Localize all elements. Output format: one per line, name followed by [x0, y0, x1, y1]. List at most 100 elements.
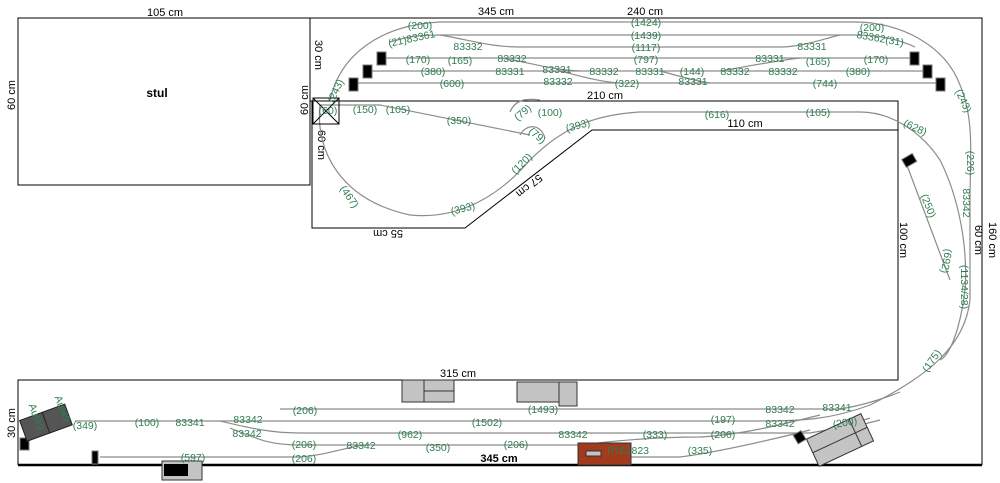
- track-label: (79): [526, 125, 548, 146]
- track-label: (380): [421, 66, 446, 78]
- track-label: 83341: [175, 417, 204, 429]
- track-label: (120): [509, 151, 535, 177]
- track-label: 83331: [755, 53, 784, 65]
- track-label: 83332: [497, 53, 526, 65]
- track-label: (393): [450, 200, 477, 218]
- track-label: (380): [846, 66, 871, 78]
- track-label: (100): [135, 417, 160, 429]
- station-building: [577, 442, 632, 466]
- track-label: (197): [711, 414, 736, 426]
- buildings: [18, 379, 875, 481]
- track-labels-bottom: (349) (100) 83341 83342 (1502) (197) 833…: [26, 394, 858, 465]
- track-label: (170): [864, 54, 889, 66]
- tracks: [75, 21, 972, 458]
- track-label: (206): [711, 429, 736, 441]
- dimension-label: 60 cm: [299, 85, 311, 115]
- track-label: 83332: [453, 41, 482, 53]
- dimension-label: 160 cm: [986, 222, 998, 258]
- track-label: (100): [538, 107, 563, 119]
- dimension-label: 60 cm: [972, 225, 984, 255]
- track-label: (335): [688, 445, 713, 457]
- dimension-label: 345 cm: [478, 6, 514, 18]
- track-label: (243): [952, 87, 973, 114]
- track-label: (1424): [631, 17, 661, 29]
- track-label: (165): [806, 56, 831, 68]
- track-label: (322): [615, 78, 640, 90]
- track-label: (597): [181, 452, 206, 464]
- track-label: (144): [680, 66, 705, 78]
- track-label: (1439): [631, 30, 661, 42]
- track-label: (1502): [472, 417, 502, 429]
- track-label: 83342: [960, 188, 972, 217]
- track-label: 83331: [635, 66, 664, 78]
- track-label: (60): [319, 105, 338, 117]
- track-label: 83342: [232, 428, 261, 440]
- track-label: (165): [448, 55, 473, 67]
- building: [805, 413, 875, 467]
- track-label: 83342: [765, 404, 794, 416]
- track-label: 83332: [543, 76, 572, 88]
- track-label: (79): [512, 102, 534, 123]
- track-label: (206): [292, 439, 317, 451]
- track-label: 83342: [558, 429, 587, 441]
- track-label: (250): [918, 192, 938, 219]
- building: [516, 381, 560, 403]
- crossing-marker: [312, 97, 340, 125]
- track-label: (226): [964, 151, 976, 176]
- track-label: (206): [293, 405, 318, 417]
- track-label: (393): [565, 117, 592, 135]
- locomotive: [18, 403, 73, 442]
- track-label: 83331: [542, 64, 571, 76]
- track-label: 83331: [678, 76, 707, 88]
- track-label: (350): [447, 115, 472, 127]
- dimension-label: 315 cm: [440, 368, 476, 380]
- dimension-label: 55 cm: [373, 227, 403, 239]
- track-label: (105): [806, 107, 831, 119]
- dimension-label: 110 cm: [727, 118, 762, 130]
- track-label: 83331: [495, 66, 524, 78]
- track-label: (962): [398, 429, 423, 441]
- track-label: 83342: [765, 418, 794, 430]
- track-label: (206): [292, 453, 317, 465]
- track-label: (1117): [632, 42, 661, 54]
- track-label: (692): [938, 248, 954, 274]
- track-label: (1493): [528, 404, 558, 416]
- dimension-label: 30 cm: [6, 408, 18, 438]
- track-label: (170): [406, 54, 431, 66]
- track-label: 83342: [346, 440, 375, 452]
- track-label: (333): [643, 429, 668, 441]
- track-label: (200): [408, 20, 433, 32]
- table-outline: [17, 17, 311, 186]
- track-label: 83332: [768, 66, 797, 78]
- track-label: (600): [440, 78, 465, 90]
- dimension-label: 100 cm: [897, 222, 909, 258]
- track-label: (200): [860, 22, 885, 34]
- track-label: 83342: [233, 414, 262, 426]
- track-label: (175): [920, 348, 944, 375]
- track-label: (616): [705, 109, 730, 121]
- track-label: (349): [73, 420, 98, 432]
- track-label: (150): [353, 104, 378, 116]
- track-labels-top: (200) (1424) (200) (21)83361 (1439) 8336…: [387, 17, 905, 90]
- track-label: 83341: [822, 402, 851, 414]
- track-label: (1134/28): [958, 265, 970, 309]
- table-depth: 60 cm: [6, 80, 18, 110]
- track-label: (744): [813, 78, 838, 90]
- dimension-label: 240 cm: [627, 6, 663, 18]
- buffer-stops: [19, 51, 946, 465]
- track-label: (628): [901, 117, 928, 138]
- table-width: 105 cm: [147, 7, 183, 19]
- track-label: (797): [634, 54, 659, 66]
- table-label: stul: [146, 86, 167, 100]
- dimension-label: 30 cm: [312, 40, 324, 70]
- track-label: (350): [426, 442, 451, 454]
- track-label: (206): [504, 439, 529, 451]
- track-label: (105): [386, 104, 411, 116]
- track-label: (467): [337, 184, 361, 211]
- dimension-label: 60 cm: [315, 130, 327, 160]
- track-label: 83362(31): [856, 29, 905, 49]
- track-label: (200): [832, 415, 858, 431]
- track-label: 83332: [589, 66, 618, 78]
- dimension-label: 345 cm: [480, 453, 518, 465]
